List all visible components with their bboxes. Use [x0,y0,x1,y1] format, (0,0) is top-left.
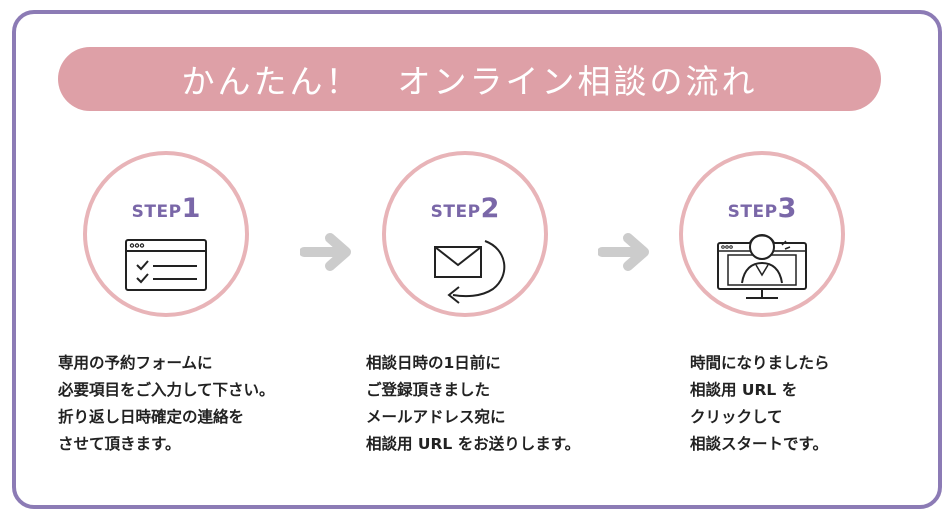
step-2-line-3: メールアドレス宛に [366,408,506,426]
step-1-to-2-arrow-icon [300,233,351,271]
step-1-line-2: 必要項目をご入力して下さい。 [58,381,275,399]
step-3-line-1: 時間になりましたら [690,354,830,372]
step-3-description: 時間になりましたら 相談用 URL を クリックして 相談スタートです。 [690,350,830,458]
step-1-circle: STEP1 [83,151,249,317]
title-banner: かんたん！ オンライン相談の流れ [58,47,881,111]
step-2-line-1: 相談日時の1日前に [366,354,501,372]
step-1-number: 1 [181,193,201,224]
email-return-icon [434,240,506,304]
step-3-heading: STEP3 [683,193,841,224]
step-3-number: 3 [777,193,797,224]
step-3-line-2: 相談用 URL を [690,381,798,399]
step-1-description: 専用の予約フォームに 必要項目をご入力して下さい。 折り返し日時確定の連絡を さ… [58,350,275,458]
step-2-number: 2 [480,193,500,224]
step-3-line-4: 相談スタートです。 [690,435,828,453]
step-1-line-4: させて頂きます。 [58,435,181,453]
step-3-circle: STEP3 [679,151,845,317]
form-checklist-icon [125,239,207,291]
step-3-line-3: クリックして [690,408,783,426]
step-1-line-1: 専用の予約フォームに [58,354,213,372]
step-2-to-3-arrow-icon [598,233,649,271]
video-call-monitor-icon [717,234,807,299]
page-title: かんたん！ オンライン相談の流れ [181,62,758,101]
step-1-heading: STEP1 [87,193,245,224]
step-2-circle: STEP2 [382,151,548,317]
step-2-label: STEP [430,202,481,222]
step-1-line-3: 折り返し日時確定の連絡を [58,408,245,426]
step-2-description: 相談日時の1日前に ご登録頂きました メールアドレス宛に 相談用 URL をお送… [366,350,580,458]
step-3-label: STEP [727,202,778,222]
step-2-line-2: ご登録頂きました [366,381,491,399]
step-2-heading: STEP2 [386,193,544,224]
step-1-label: STEP [131,202,182,222]
step-2-line-4: 相談用 URL をお送りします。 [366,435,581,453]
